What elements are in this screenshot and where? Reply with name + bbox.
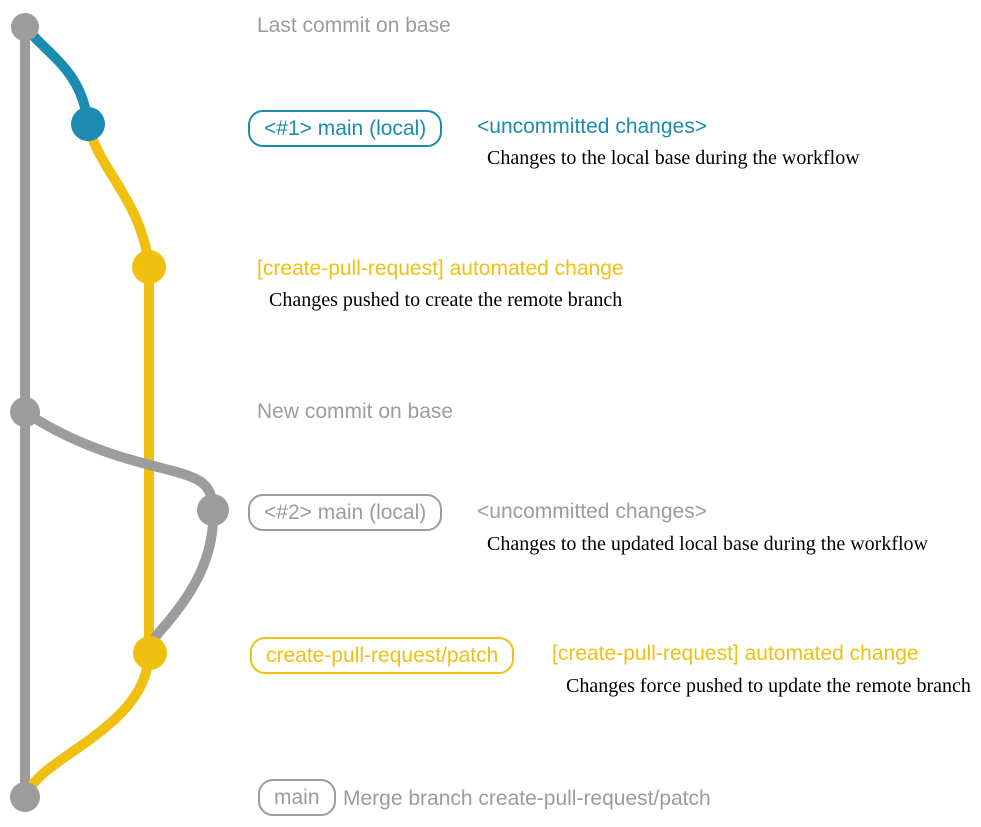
new-commit-label: New commit on base	[257, 400, 454, 423]
last-commit-label: Last commit on base	[257, 14, 451, 37]
commit-note-local-1: Changes to the local base during the wor…	[487, 147, 860, 169]
updated-local-to-patch-edge	[145, 505, 219, 658]
local-main-edge	[20, 22, 93, 129]
commit-note-local-2: Changes to the updated local base during…	[487, 533, 928, 555]
commit-node-merge	[10, 782, 40, 812]
updated-local-main-edge	[20, 407, 218, 515]
commit-message-automated-2: [create-pull-request] automated change	[552, 642, 919, 665]
commit-note-automated-2: Changes force pushed to update the remot…	[566, 675, 971, 697]
branch-badge-main: main	[258, 779, 336, 816]
commit-node-last-base	[11, 13, 39, 41]
commit-node-local-1	[71, 107, 105, 141]
commit-node-local-2	[197, 494, 229, 526]
patch-merge-edge	[20, 648, 154, 802]
commit-message-local-1: <uncommitted changes>	[477, 115, 707, 138]
git-graph	[10, 13, 229, 812]
commit-message-merge: Merge branch create-pull-request/patch	[343, 787, 711, 810]
commit-node-new-base	[10, 397, 40, 427]
branch-badge-main-local-1: <#1> main (local)	[248, 110, 443, 147]
branch-badge-main-local-2: <#2> main (local)	[248, 494, 443, 531]
branch-badge-create-pull-request-patch: create-pull-request/patch	[250, 637, 515, 674]
commit-node-automated-2	[133, 636, 167, 670]
commit-node-automated-1	[132, 250, 166, 284]
commit-message-local-2: <uncommitted changes>	[477, 500, 707, 523]
commit-note-automated-1: Changes pushed to create the remote bran…	[269, 289, 623, 311]
commit-message-automated-1: [create-pull-request] automated change	[257, 257, 624, 280]
patch-branch-edge-top	[83, 119, 154, 272]
